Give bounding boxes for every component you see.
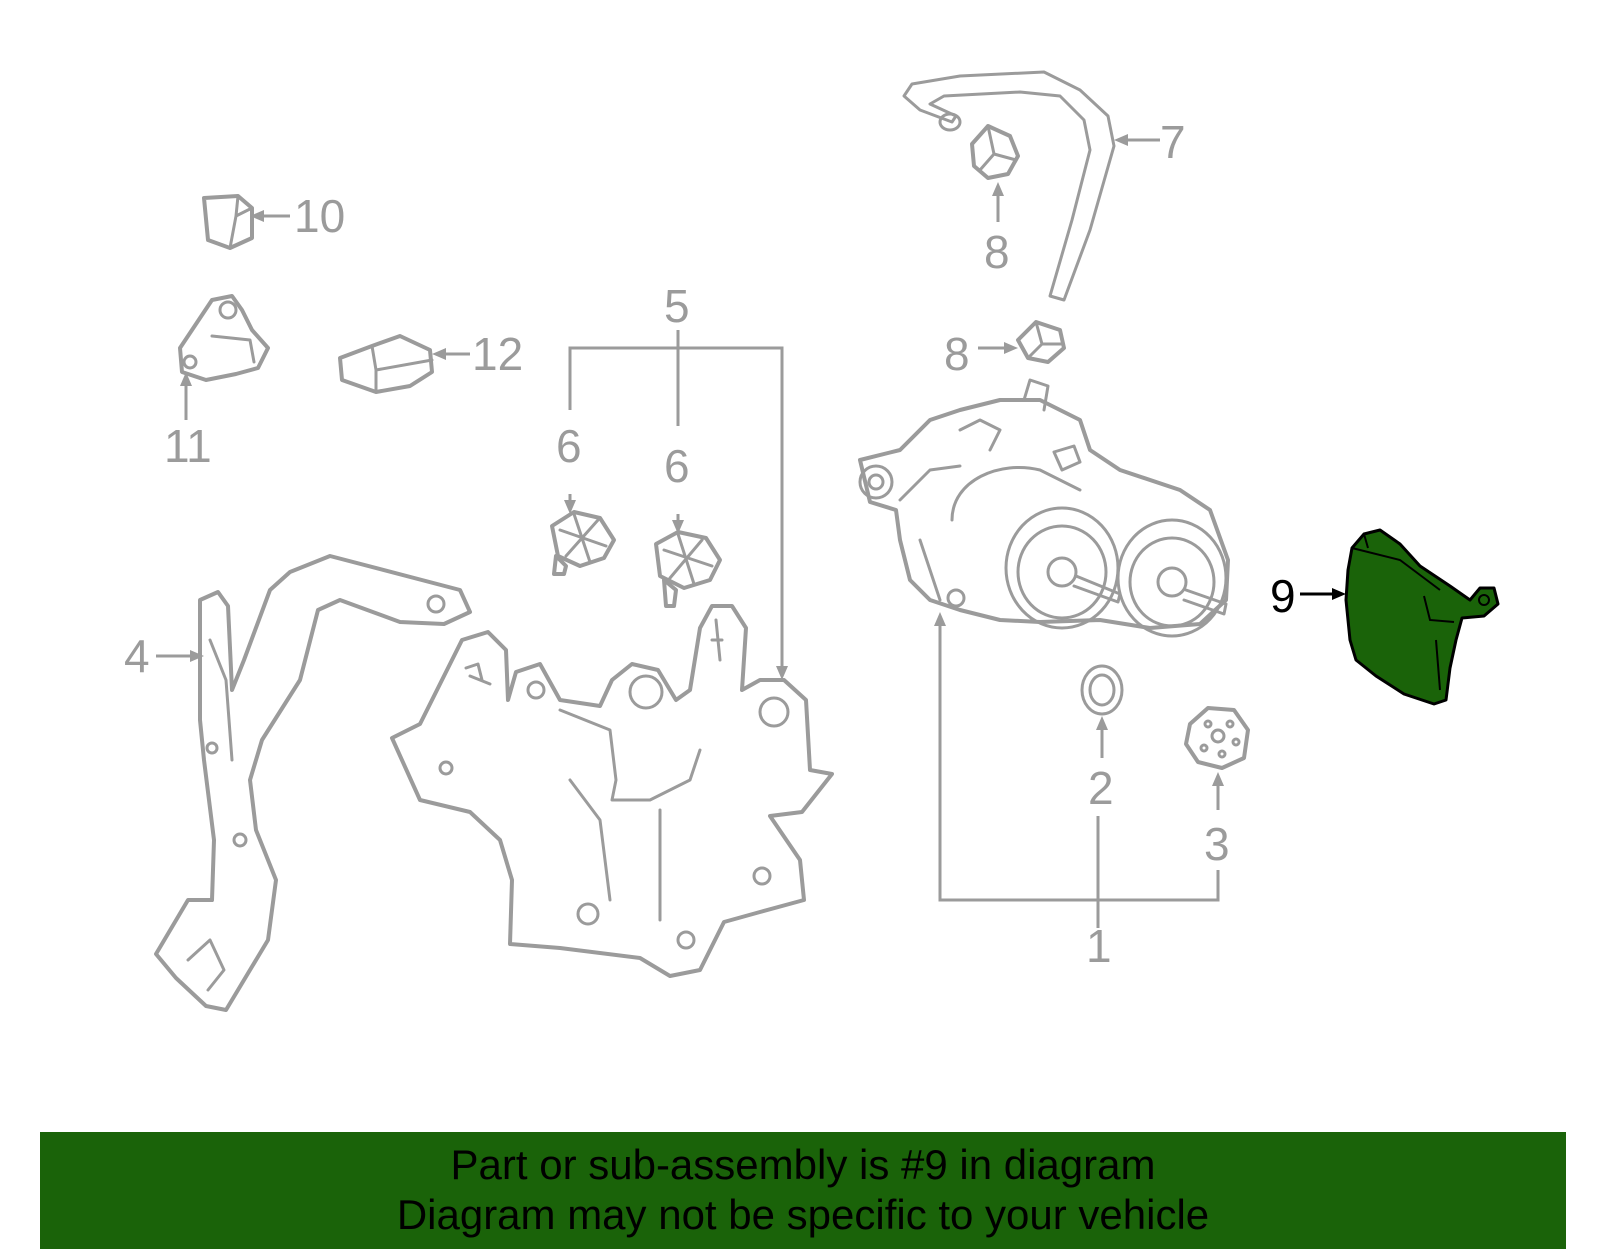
callout-labels: 10 11 12 4 5 6 6 7 8 8 1 2 3 9: [124, 116, 1296, 972]
callout-8b: 8: [944, 328, 970, 380]
part-1-actuator-assembly: [858, 378, 1230, 638]
part-2-o-ring: [1080, 664, 1124, 716]
part-6-grommet-b: [654, 530, 722, 608]
part-3-nut: [1184, 706, 1250, 770]
part-6-grommet-a: [550, 510, 616, 576]
callout-12: 12: [472, 328, 523, 380]
part-8-clip-a: [970, 124, 1020, 180]
callout-5: 5: [664, 280, 690, 332]
leader-lines: [156, 134, 1346, 928]
callout-3: 3: [1204, 818, 1230, 870]
callout-1: 1: [1086, 920, 1112, 972]
part-4-bracket: [154, 554, 472, 1012]
callout-7: 7: [1160, 116, 1186, 168]
banner-line-2: Diagram may not be specific to your vehi…: [396, 1191, 1210, 1238]
callout-11: 11: [164, 420, 212, 472]
parts-diagram: 10 11 12 4 5 6 6 7 8 8 1 2 3 9: [124, 70, 1500, 1012]
callout-6a: 6: [556, 420, 582, 472]
banner-line-1: Part or sub-assembly is #9 in diagram: [450, 1141, 1156, 1188]
part-10-block: [202, 194, 254, 250]
part-9-control-module[interactable]: [1344, 528, 1500, 706]
callout-9[interactable]: 9: [1270, 570, 1296, 622]
callout-2: 2: [1088, 762, 1114, 814]
callout-10: 10: [294, 190, 345, 242]
part-8-clip-b: [1016, 320, 1066, 364]
callout-8a: 8: [984, 226, 1010, 278]
part-11-sensor: [178, 294, 270, 382]
callout-4: 4: [124, 630, 150, 682]
info-banner: Part or sub-assembly is #9 in diagram Di…: [40, 1132, 1566, 1249]
part-7-hose: [902, 70, 1116, 302]
callout-6b: 6: [664, 440, 690, 492]
part-12-module: [338, 334, 434, 394]
part-5-mount-bracket: [390, 604, 834, 978]
